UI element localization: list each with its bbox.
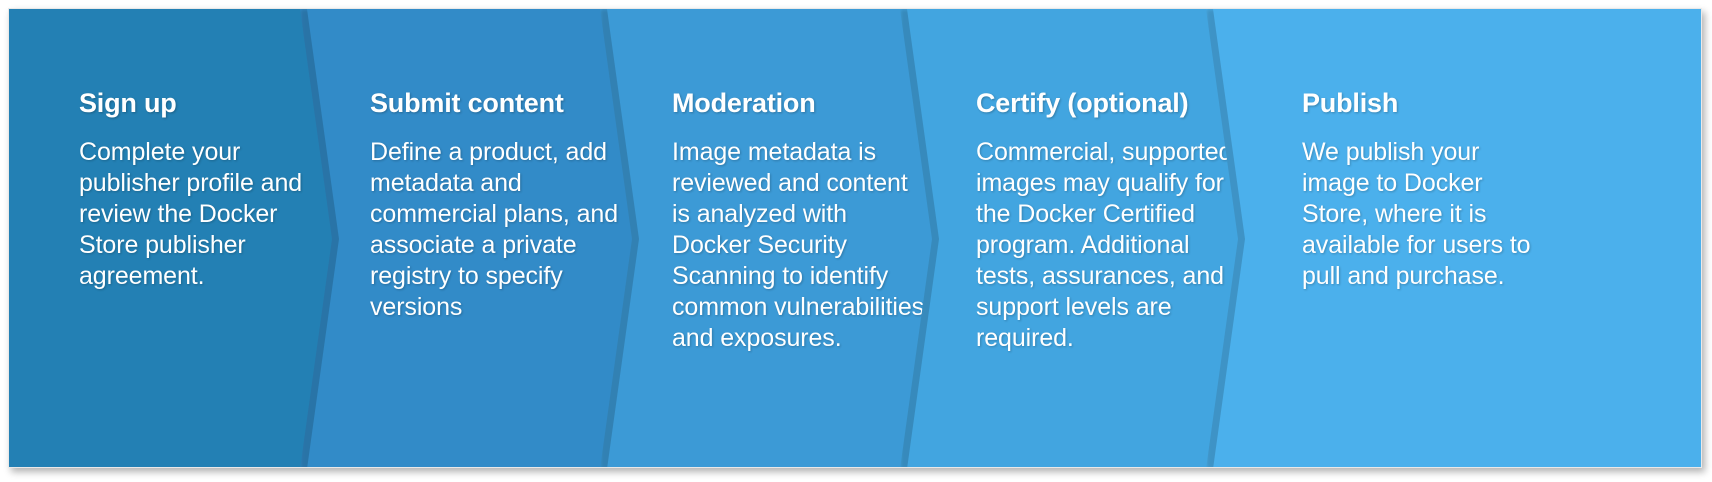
step-4-title: Certify (optional) <box>976 88 1189 118</box>
process-step-3-moderation[interactable]: Moderation Image metadata is reviewed an… <box>600 9 954 467</box>
step-1-body: Complete your publisher profile and revi… <box>79 138 303 290</box>
step-2-body: Define a product, add metadata and comme… <box>370 138 619 321</box>
process-step-4-certify-optional[interactable]: Certify (optional) Commercial, supported… <box>900 9 1260 467</box>
process-step-5-publish[interactable]: Publish We publish your image to Docker … <box>1206 9 1701 467</box>
step-3-title: Moderation <box>672 88 816 118</box>
step-5-title: Publish <box>1302 88 1399 118</box>
process-flow-diagram: Sign up Complete your publisher profile … <box>8 8 1702 468</box>
step-2-title: Submit content <box>370 88 564 118</box>
step-1-title: Sign up <box>79 88 177 118</box>
step-3-body: Image metadata is reviewed and content i… <box>672 138 925 352</box>
process-step-1-sign-up[interactable]: Sign up Complete your publisher profile … <box>9 9 363 467</box>
step-4-body: Commercial, supported images may qualify… <box>976 138 1233 352</box>
step-5-body: We publish your image to Docker Store, w… <box>1302 138 1531 290</box>
process-step-2-submit-content[interactable]: Submit content Define a product, add met… <box>300 9 654 467</box>
